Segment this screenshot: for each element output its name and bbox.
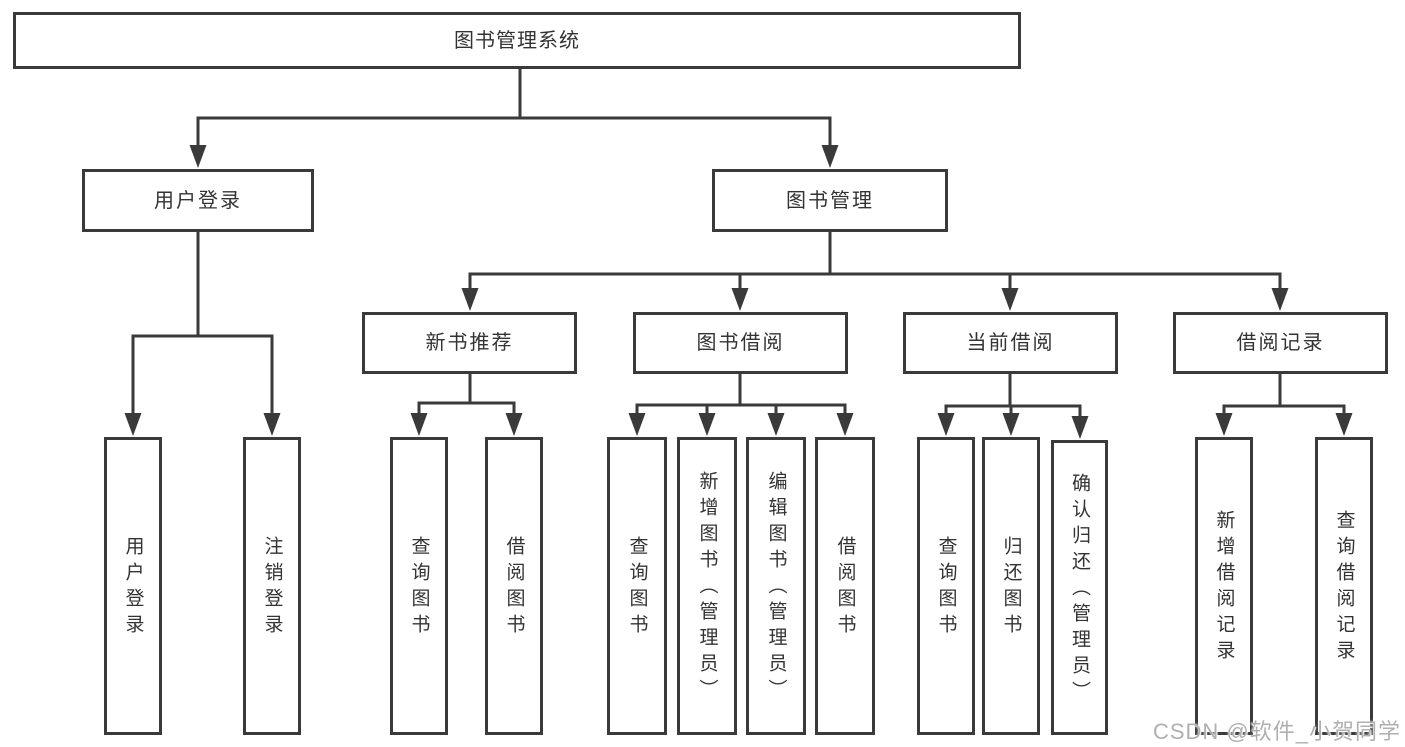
- leaf-logout: 注销登录: [243, 437, 301, 735]
- arrowhead: [505, 413, 523, 436]
- arrowhead: [628, 413, 646, 436]
- node-book-management: 图书管理: [712, 169, 948, 232]
- arrowhead: [836, 413, 854, 436]
- leaf-current-return-book: 归还图书: [982, 437, 1040, 735]
- leaf-record-query: 查询借阅记录: [1315, 437, 1373, 735]
- arrowhead: [189, 145, 207, 168]
- arrowhead: [767, 413, 785, 436]
- leaf-borrow-add-book-admin: 新增图书（管理员）: [677, 437, 737, 735]
- leaf-record-add: 新增借阅记录: [1195, 437, 1253, 735]
- arrowhead: [1335, 413, 1353, 436]
- leaf-borrow-edit-book-admin: 编辑图书（管理员）: [746, 437, 806, 735]
- node-borrow-record: 借阅记录: [1173, 312, 1388, 374]
- arrowhead: [263, 413, 281, 436]
- node-new-book-recommend: 新书推荐: [362, 312, 577, 374]
- arrowhead: [124, 413, 142, 436]
- leaf-recommend-query-book: 查询图书: [390, 437, 448, 735]
- arrowhead: [731, 288, 749, 311]
- leaf-current-confirm-return-admin: 确认归还（管理员）: [1051, 440, 1108, 735]
- arrowhead: [1001, 288, 1019, 311]
- leaf-recommend-borrow-book: 借阅图书: [485, 437, 543, 735]
- arrowhead: [1215, 413, 1233, 436]
- arrowhead: [1271, 288, 1289, 311]
- arrowhead: [1071, 416, 1089, 439]
- csdn-watermark: CSDN @软件_小贺同学: [1152, 719, 1401, 744]
- arrowhead: [1002, 413, 1020, 436]
- node-library-management-system: 图书管理系统: [13, 12, 1021, 69]
- arrowhead: [698, 413, 716, 436]
- arrowhead: [821, 145, 839, 168]
- leaf-user-login: 用户登录: [104, 437, 162, 735]
- arrowhead: [937, 413, 955, 436]
- connector-arrowheads: [124, 145, 1353, 439]
- node-user-login: 用户登录: [82, 169, 314, 232]
- arrowhead: [461, 288, 479, 311]
- leaf-current-query-book: 查询图书: [917, 437, 975, 735]
- node-book-borrow: 图书借阅: [633, 312, 848, 374]
- leaf-borrow-borrow-book: 借阅图书: [815, 437, 875, 735]
- leaf-borrow-query-book: 查询图书: [607, 437, 667, 735]
- arrowhead: [410, 413, 428, 436]
- node-current-borrow: 当前借阅: [903, 312, 1118, 374]
